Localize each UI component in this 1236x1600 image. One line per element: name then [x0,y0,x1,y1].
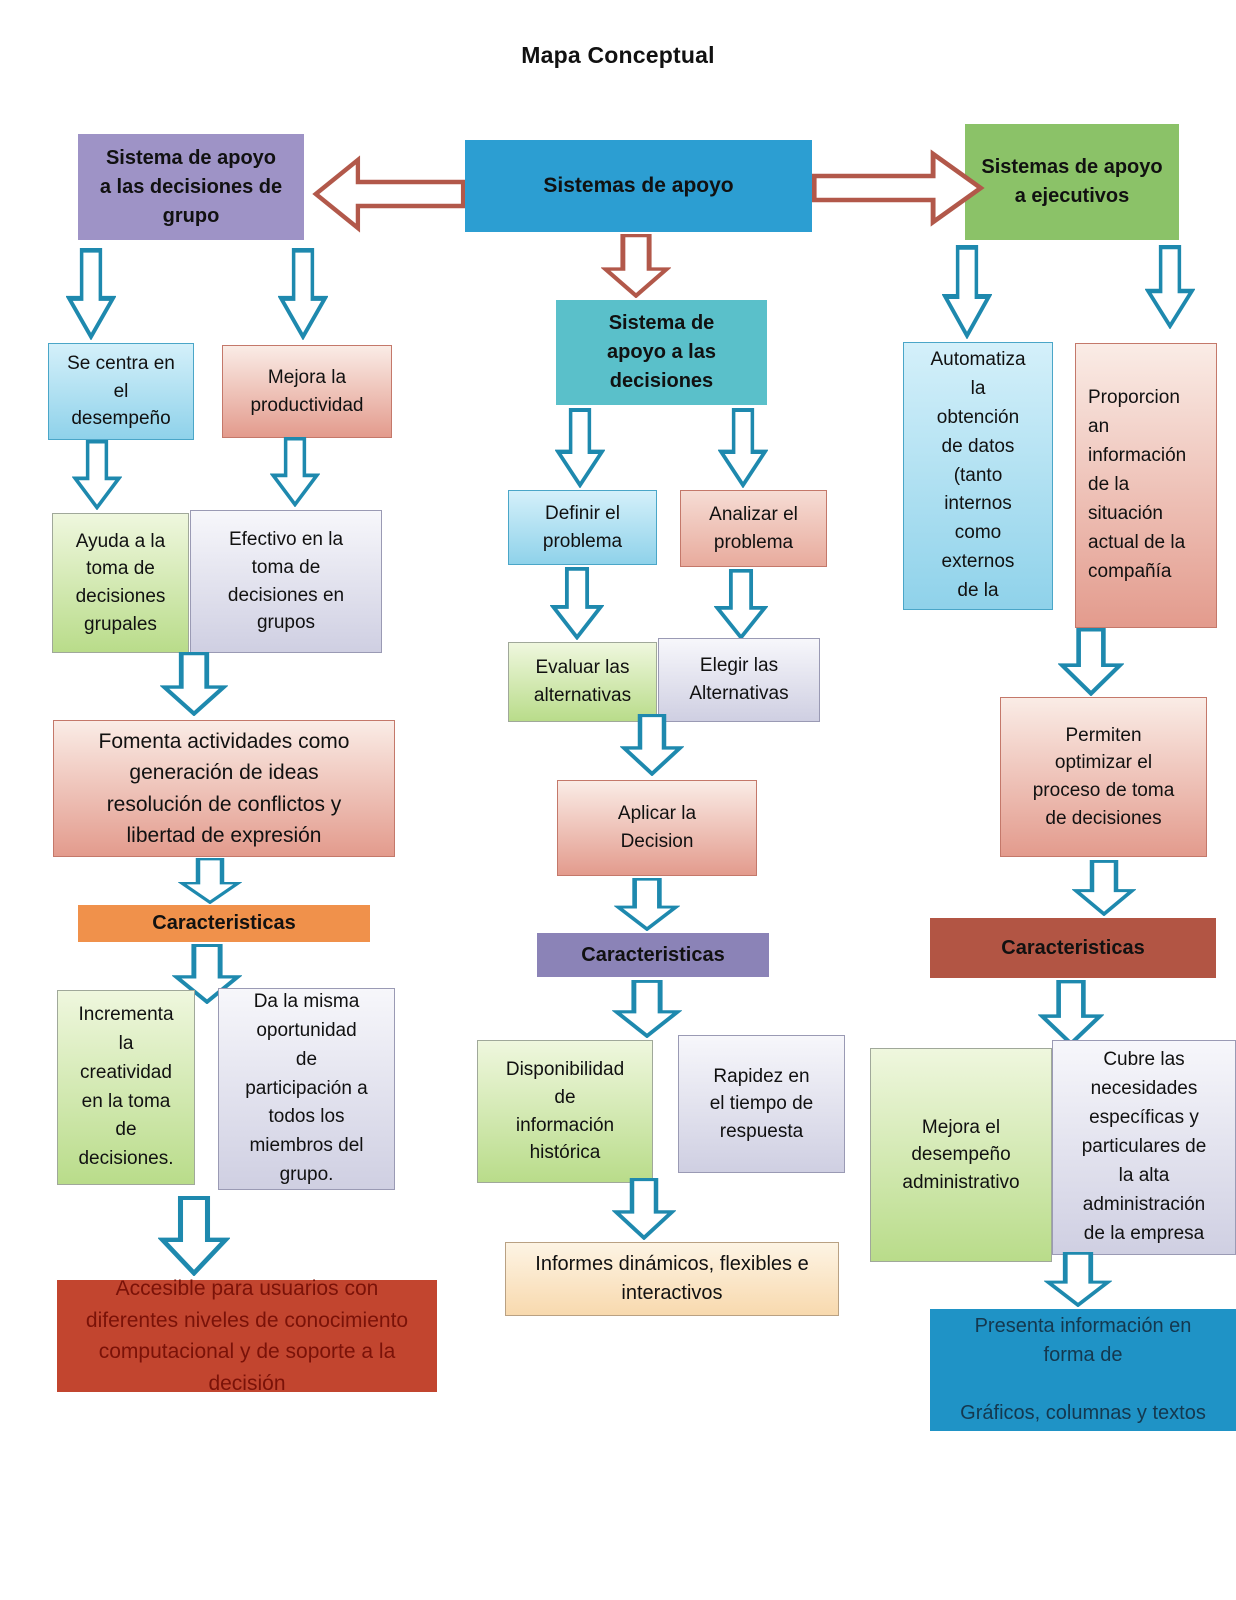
node-aplicar-decision: Aplicar la Decision [557,780,757,876]
node-sistemas-apoyo-ejecutivos: Sistemas de apoyo a ejecutivos [965,124,1179,240]
down-arrow-icon [714,569,768,640]
node-proporcionan: Proporcion an información de la situació… [1075,343,1217,628]
node-sistemas-de-apoyo: Sistemas de apoyo [465,140,812,232]
node-evaluar-alternativas: Evaluar las alternativas [508,642,657,722]
down-arrow-icon [160,652,228,716]
down-arrow-icon [614,878,680,931]
node-disponibilidad: Disponibilidad de información histórica [477,1040,653,1183]
left-arrow-icon [312,152,465,236]
node-informes: Informes dinámicos, flexibles e interact… [505,1242,839,1316]
node-definir-problema: Definir el problema [508,490,657,565]
down-arrow-icon [1145,245,1195,329]
node-caracteristicas-center: Caracteristicas [537,933,769,977]
down-arrow-icon [612,980,682,1038]
down-arrow-icon [718,408,768,488]
node-mejora-productividad: Mejora la productividad [222,345,392,438]
node-automatiza: Automatiza la obtención de datos (tanto … [903,342,1053,610]
node-analizar-problema: Analizar el problema [680,490,827,567]
node-caracteristicas-right: Caracteristicas [930,918,1216,978]
down-arrow-icon [278,248,328,340]
node-cubre: Cubre las necesidades específicas y part… [1052,1040,1236,1255]
node-ayuda-toma: Ayuda a la toma de decisiones grupales [52,513,189,653]
down-arrow-icon [1072,860,1136,916]
down-arrow-icon [612,1178,676,1240]
node-mejora-desempeno: Mejora el desempeño administrativo [870,1048,1052,1262]
down-arrow-icon [270,437,320,507]
node-accesible: Accesible para usuarios con diferentes n… [57,1277,437,1395]
node-sistema-apoyo-grupo: Sistema de apoyo a las decisiones de gru… [78,134,304,240]
down-arrow-icon [1044,1252,1112,1307]
page-title: Mapa Conceptual [521,42,715,68]
down-arrow-icon [601,234,671,298]
down-arrow-icon [555,408,605,488]
down-arrow-icon [66,248,116,340]
node-incrementa: Incrementa la creatividad en la toma de … [57,990,195,1185]
down-arrow-icon [1038,980,1104,1046]
node-sistema-apoyo-decisiones: Sistema de apoyo a las decisiones [556,300,767,405]
node-efectivo-toma: Efectivo en la toma de decisiones en gru… [190,510,382,653]
node-presenta: Presenta información en forma de Gráfico… [930,1309,1236,1431]
down-arrow-icon [942,245,992,339]
node-se-centra: Se centra en el desempeño [48,343,194,440]
right-arrow-icon [812,146,985,230]
down-arrow-icon [550,567,604,640]
down-arrow-icon [158,1196,230,1276]
node-oportunidad: Da la misma oportunidad de participación… [218,988,395,1190]
node-caracteristicas-left: Caracteristicas [78,905,370,942]
node-permiten: Permiten optimizar el proceso de toma de… [1000,697,1207,857]
node-elegir-alternativas: Elegir las Alternativas [658,638,820,722]
node-fomenta: Fomenta actividades como generación de i… [53,720,395,857]
node-rapidez: Rapidez en el tiempo de respuesta [678,1035,845,1173]
down-arrow-icon [72,440,122,510]
down-arrow-icon [178,858,242,904]
down-arrow-icon [620,714,684,776]
down-arrow-icon [1058,628,1124,696]
